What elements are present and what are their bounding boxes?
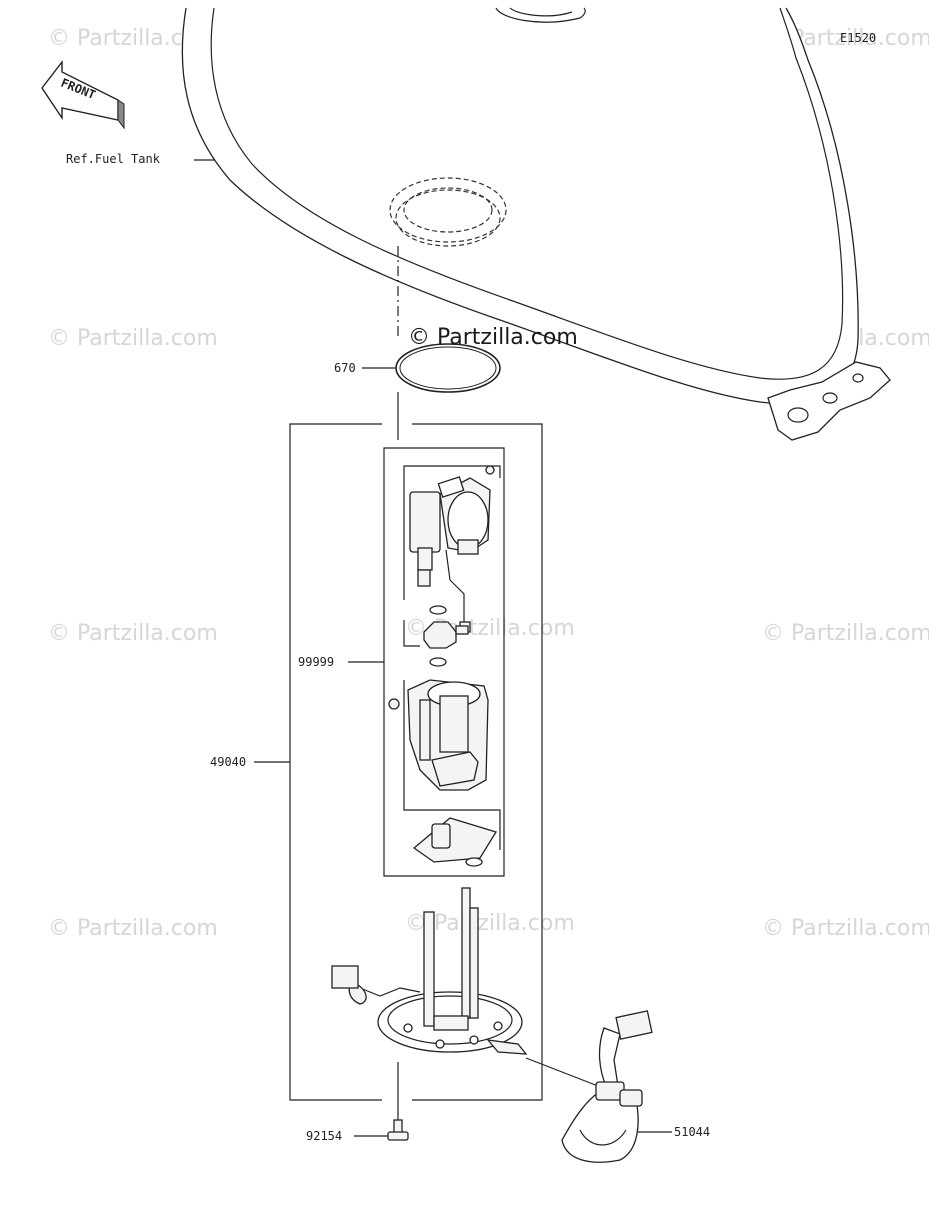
fuel-filter-component xyxy=(409,465,495,633)
watermark: © Partzilla.com xyxy=(48,916,218,941)
sub-bracket xyxy=(403,465,501,600)
bracket-99999 xyxy=(383,447,505,877)
clip-component xyxy=(423,621,469,649)
seal-icon xyxy=(465,857,483,867)
bracket-49040-right xyxy=(412,423,543,1101)
fuel-tank xyxy=(181,7,891,441)
watermark: © Partzilla.com xyxy=(48,621,218,646)
part-label-49040: 49040 xyxy=(210,755,246,769)
o-ring-670 xyxy=(395,343,501,393)
tank-opening-dashed xyxy=(389,177,507,247)
fuel-pump-body xyxy=(388,679,489,791)
pump-bottom-plate xyxy=(412,817,497,863)
bolt-92154 xyxy=(387,1119,409,1141)
watermark-main: © Partzilla.com xyxy=(408,325,578,350)
sub-bracket xyxy=(403,680,501,850)
part-label-670: 670 xyxy=(334,361,356,375)
part-label-92154: 92154 xyxy=(306,1129,342,1143)
pump-flange-base xyxy=(331,887,528,1055)
seal-icon xyxy=(429,605,447,615)
bracket-49040 xyxy=(289,423,382,1101)
diagram-code: E1520 xyxy=(840,31,876,45)
fuel-hose-51044 xyxy=(525,1010,653,1163)
part-label-99999: 99999 xyxy=(298,655,334,669)
watermark: © Partzilla.com xyxy=(762,621,929,646)
ref-fuel-tank-label: Ref.Fuel Tank xyxy=(66,152,161,166)
front-arrow-icon: FRONT xyxy=(41,59,125,130)
part-label-51044: 51044 xyxy=(674,1125,710,1139)
watermark: © Partzilla.com xyxy=(762,916,929,941)
sub-bracket xyxy=(403,620,420,647)
seal-icon xyxy=(429,657,447,667)
watermark: © Partzilla.com xyxy=(48,326,218,351)
